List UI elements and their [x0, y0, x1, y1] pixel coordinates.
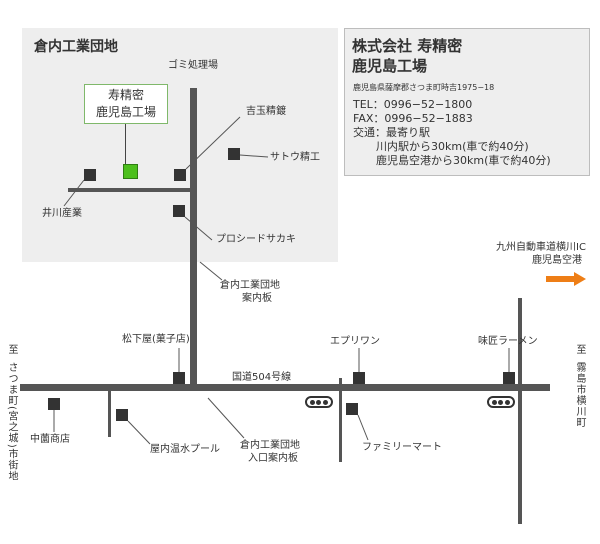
label-board2b: 入口案内板 [248, 453, 298, 464]
south-side-road [108, 391, 111, 437]
target-leader-line [125, 124, 126, 164]
traffic-signal-icon [305, 396, 333, 408]
familymart-road [339, 378, 342, 462]
main-vertical-road [190, 88, 197, 390]
label-matsushita: 松下屋(菓子店) [122, 334, 190, 345]
east-destination: 霧島市横川町 [574, 362, 585, 428]
onsen-building [116, 409, 128, 421]
route-504-road [20, 384, 550, 391]
label-onsen: 屋内温水プール [150, 444, 220, 455]
company-name-line1: 株式会社 寿精密 [352, 37, 463, 55]
east-to-label: 至 [574, 344, 585, 355]
access-from-airport: 鹿児島空港から30km(車で約40分) [376, 154, 551, 167]
label-misho: 味匠ラーメン [478, 336, 538, 347]
company-fax: FAX：0996−52−1883 [353, 112, 473, 125]
label-familymart: ファミリーマート [362, 442, 442, 453]
arrow-right-icon [546, 276, 574, 282]
nakazono-building [48, 398, 60, 410]
sato-building [228, 148, 240, 160]
company-name: 株式会社 寿精密 鹿児島工場 [352, 36, 462, 76]
label-expressway: 九州自動車道横川IC [496, 242, 586, 253]
label-yoshitama: 吉玉精鍍 [246, 106, 286, 117]
igawa-building [84, 169, 96, 181]
label-board1: 倉内工業団地 [220, 280, 280, 291]
aprilone-building [353, 372, 365, 384]
estate-title: 倉内工業団地 [34, 39, 118, 55]
familymart-building [346, 403, 358, 415]
traffic-signal-icon [487, 396, 515, 408]
label-board1b: 案内板 [242, 293, 272, 304]
access-label: 交通：最寄り駅 [353, 126, 430, 139]
west-to-label: 至 [6, 344, 17, 355]
label-igawa: 井川産業 [42, 208, 82, 219]
proseed-building [173, 205, 185, 217]
target-factory-marker [123, 164, 138, 179]
misho-building [503, 372, 515, 384]
company-info-box [344, 28, 590, 176]
label-route: 国道504号線 [232, 372, 292, 383]
label-sato: サトウ精工 [270, 152, 320, 163]
target-factory-label: 寿精密 鹿児島工場 [84, 84, 168, 124]
label-nakazono: 中薗商店 [30, 434, 70, 445]
company-address: 鹿児島県薩摩郡さつま町時吉1975−18 [353, 83, 495, 92]
company-tel: TEL：0996−52−1800 [353, 98, 473, 111]
matsushita-building [173, 372, 185, 384]
company-name-line2: 鹿児島工場 [352, 57, 428, 75]
arrow-right-head-icon [574, 272, 586, 286]
target-label-line1: 寿精密 [107, 88, 144, 102]
east-vertical-road [518, 298, 522, 524]
target-label-line2: 鹿児島工場 [95, 105, 156, 119]
label-gomi: ゴミ処理場 [168, 60, 218, 71]
yoshitama-building [174, 169, 186, 181]
label-aprilone: エプリワン [330, 336, 380, 347]
industrial-estate-area [22, 28, 338, 262]
access-from-station: 川内駅から30km(車で約40分) [376, 140, 529, 153]
west-destination: さつま町(宮之城)市街地 [6, 362, 17, 482]
label-proseed: プロシードサカキ [216, 234, 296, 245]
estate-side-road [68, 188, 192, 192]
label-airport: 鹿児島空港 [532, 255, 582, 266]
label-board2: 倉内工業団地 [240, 440, 300, 451]
